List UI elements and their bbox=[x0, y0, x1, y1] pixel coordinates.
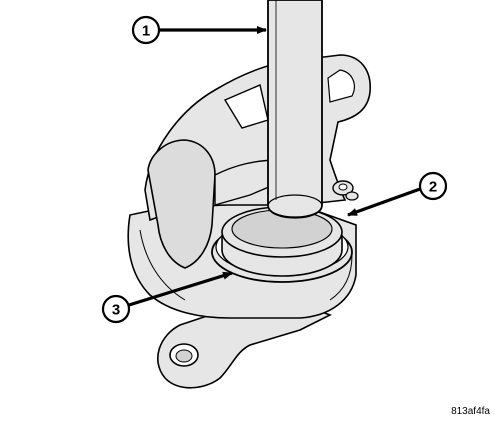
leader-3 bbox=[128, 271, 233, 307]
leader-2 bbox=[347, 187, 421, 217]
callout-3-number: 3 bbox=[112, 302, 120, 319]
callout-2: 2 bbox=[418, 171, 448, 201]
callout-3: 3 bbox=[101, 294, 131, 324]
mounting-ear bbox=[156, 299, 332, 389]
callout-1: 1 bbox=[131, 15, 161, 45]
callout-2-number: 2 bbox=[429, 179, 437, 196]
caliper-finger-left bbox=[147, 139, 216, 269]
callout-leaders bbox=[128, 26, 421, 307]
caliper-piston bbox=[221, 206, 343, 277]
figure-id-label: 813af4fa bbox=[451, 406, 490, 417]
callout-1-number: 1 bbox=[142, 23, 150, 40]
installer-tool bbox=[267, 0, 323, 219]
